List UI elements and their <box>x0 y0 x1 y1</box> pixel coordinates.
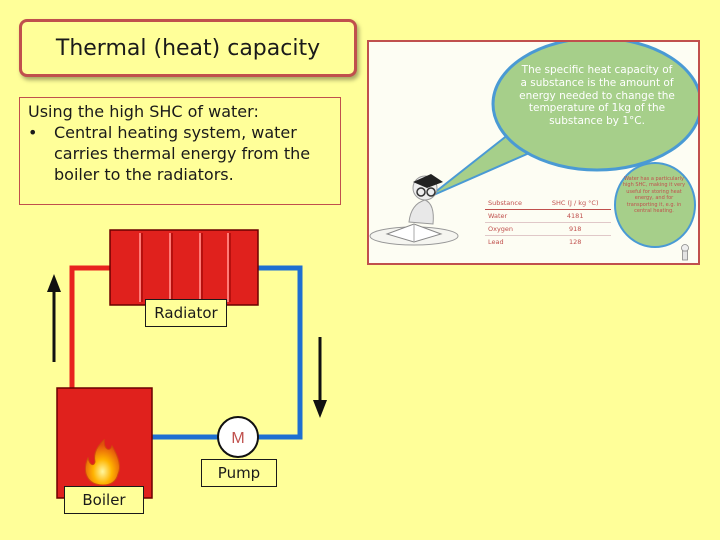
info-bullet-item: • Central heating system, water carries … <box>28 122 332 185</box>
boiler-label-text: Boiler <box>82 491 126 509</box>
cold-water-pipe <box>258 265 303 440</box>
boiler <box>56 387 153 499</box>
table-cell-substance: Water <box>485 209 540 223</box>
flow-down-arrow-icon <box>313 337 327 418</box>
bullet-symbol: • <box>28 123 38 142</box>
table-cell-shc: 128 <box>568 238 582 246</box>
table-cell-substance: Oxygen <box>485 222 540 236</box>
hot-water-pipe <box>69 265 112 390</box>
title-box: Thermal (heat) capacity <box>19 19 357 77</box>
pump-label-text: Pump <box>217 464 261 482</box>
water-note-text: Water has a particularly high SHC, makin… <box>622 176 686 215</box>
table-row: Water 4181 <box>485 209 611 223</box>
bullet-text: Central heating system, water carries th… <box>54 123 311 184</box>
pump-motor-letter: M <box>231 430 244 447</box>
pump-symbol: M <box>217 416 259 458</box>
table-cell-substance: Lead <box>488 238 504 246</box>
radiator-label-text: Radiator <box>154 304 218 322</box>
shc-table: Substance SHC (J / kg °C) Water 4181 Oxy… <box>485 197 611 248</box>
shc-table-header-row: Substance SHC (J / kg °C) <box>485 197 611 210</box>
flame-icon <box>84 438 121 486</box>
note-bubble <box>614 162 696 248</box>
table-cell-shc: 4181 <box>539 209 611 223</box>
info-box: Using the high SHC of water: • Central h… <box>19 97 341 205</box>
pump-label: Pump <box>201 459 277 487</box>
shc-illustration <box>369 42 698 261</box>
shc-illustration-panel: The specific heat capacity of a substanc… <box>367 40 700 265</box>
shc-definition-text: The specific heat capacity of a substanc… <box>519 64 675 128</box>
page-title: Thermal (heat) capacity <box>55 35 321 61</box>
table-cell-shc: 918 <box>539 222 611 236</box>
table-row: Oxygen 918 <box>485 222 611 236</box>
reading-student-icon <box>369 174 459 246</box>
boiler-label: Boiler <box>64 486 144 514</box>
shc-table-header-substance: Substance <box>485 197 540 210</box>
info-heading: Using the high SHC of water: <box>28 102 259 121</box>
flow-up-arrow-icon <box>47 274 61 362</box>
shc-table-header-shc: SHC (J / kg °C) <box>539 197 611 210</box>
radiator <box>109 229 259 306</box>
radiator-label: Radiator <box>145 299 227 327</box>
standing-figure-icon <box>681 244 689 261</box>
table-row: Lead 128 <box>485 236 611 249</box>
